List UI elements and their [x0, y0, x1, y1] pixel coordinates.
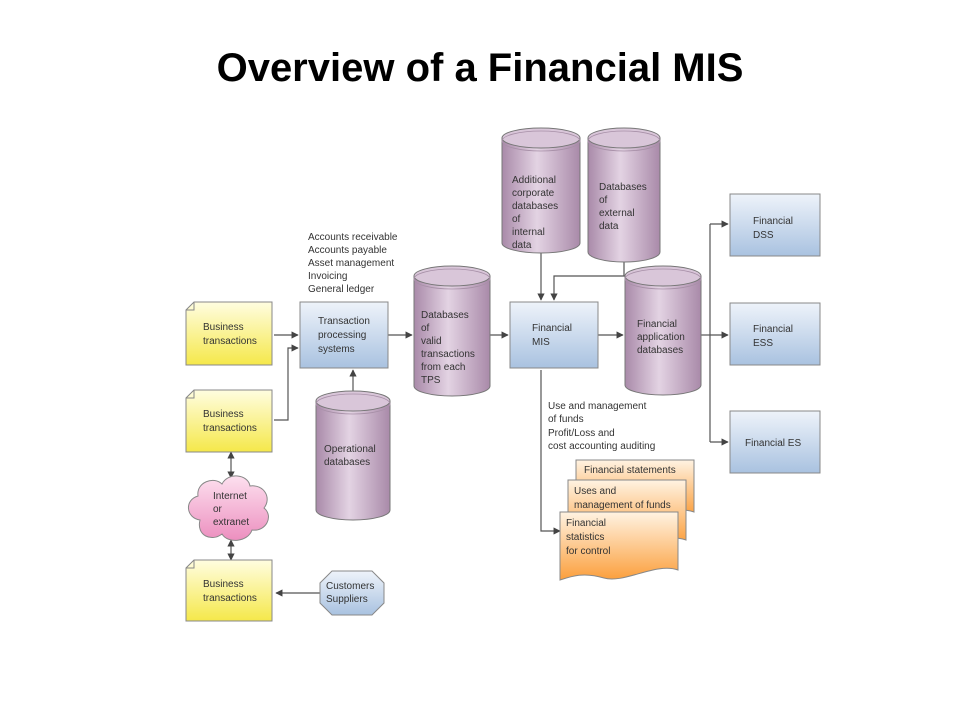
valid-db-label-line2: of — [421, 323, 430, 334]
operational-databases-cylinder: Operational databases — [315, 390, 391, 521]
customers-label: Customers — [326, 581, 374, 592]
tps-box: Transaction processing systems — [299, 301, 389, 369]
business-transactions-1: Business transactions — [185, 301, 273, 366]
business-transactions-2: Business transactions — [185, 389, 273, 453]
ess-label-line2: ESS — [753, 338, 773, 349]
bt3-label-line1: Business — [203, 579, 244, 590]
internet-label-line3: extranet — [213, 517, 249, 528]
internet-label-line2: or — [213, 504, 223, 515]
report-uses-label-line1: Uses and — [574, 486, 616, 497]
valid-transactions-db-cylinder: Databases of valid transactions from eac… — [413, 265, 491, 397]
internal-db-label-line2: corporate — [512, 188, 555, 199]
app-db-label-line2: application — [637, 332, 685, 343]
tps-list-item: General ledger — [308, 284, 375, 295]
es-label: Financial ES — [745, 438, 801, 449]
dss-label-line1: Financial — [753, 216, 793, 227]
arrow-external-db-to-mis — [550, 262, 625, 301]
business-transactions-3: Business transactions — [185, 559, 273, 622]
valid-db-label-line3: valid — [421, 336, 442, 347]
use-note-line: Profit/Loss and — [548, 428, 615, 439]
report-uses-label-line2: management of funds — [574, 500, 671, 511]
use-note-line: Use and management — [548, 401, 647, 412]
suppliers-label: Suppliers — [326, 594, 368, 605]
tps-list-item: Asset management — [308, 258, 394, 269]
tps-application-list: Accounts receivable Accounts payable Ass… — [308, 232, 398, 295]
financial-application-db-cylinder: Financial application databases — [624, 265, 702, 396]
ess-label-line1: Financial — [753, 324, 793, 335]
internet-cloud: Internet or extranet — [188, 475, 269, 541]
operational-db-label-line1: Operational — [324, 444, 376, 455]
arrow-mis-to-reports — [540, 370, 561, 535]
bt1-label-line1: Business — [203, 322, 244, 333]
internal-db-label-line4: of — [512, 214, 521, 225]
bt2-label-line2: transactions — [203, 423, 257, 434]
internal-db-label-line5: internal — [512, 227, 545, 238]
slide-title: Overview of a Financial MIS — [216, 46, 744, 90]
internet-label-line1: Internet — [213, 491, 247, 502]
internal-db-label-line3: databases — [512, 201, 558, 212]
tps-list-item: Accounts payable — [308, 245, 387, 256]
valid-db-label-line1: Databases — [421, 310, 469, 321]
external-db-label-line3: external — [599, 208, 635, 219]
report-statistics-label-line3: for control — [566, 546, 610, 557]
financial-ess-box: Financial ESS — [729, 302, 821, 366]
app-db-label-line1: Financial — [637, 319, 677, 330]
valid-db-label-line5: from each — [421, 362, 465, 373]
tps-label-line3: systems — [318, 344, 355, 355]
financial-mis-box: Financial MIS — [509, 301, 599, 369]
report-statistics-label-line1: Financial — [566, 518, 606, 529]
bt1-label-line2: transactions — [203, 336, 257, 347]
app-db-label-line3: databases — [637, 345, 683, 356]
report-financial-statistics: Financial statistics for control — [559, 511, 679, 581]
external-db-label-line1: Databases — [599, 182, 647, 193]
use-note-line: cost accounting auditing — [548, 441, 655, 452]
valid-db-label-line4: transactions — [421, 349, 475, 360]
external-db-label-line4: data — [599, 221, 619, 232]
internal-data-db-cylinder: Additional corporate databases of intern… — [501, 127, 581, 254]
operational-db-label-line2: databases — [324, 457, 370, 468]
valid-db-label-line6: TPS — [421, 375, 441, 386]
financial-dss-box: Financial DSS — [729, 193, 821, 257]
mis-label-line2: MIS — [532, 337, 550, 348]
financial-es-box: Financial ES — [729, 410, 821, 474]
tps-label-line2: processing — [318, 330, 366, 341]
use-note-line: of funds — [548, 414, 584, 425]
internal-db-label-line6: data — [512, 240, 532, 251]
bt3-label-line2: transactions — [203, 593, 257, 604]
customers-suppliers-octagon: Customers Suppliers — [319, 570, 385, 616]
arrow-bt2-to-tps — [274, 344, 299, 421]
bt2-label-line1: Business — [203, 409, 244, 420]
external-data-db-cylinder: Databases of external data — [587, 127, 661, 263]
internal-db-label-line1: Additional — [512, 175, 556, 186]
mis-label-line1: Financial — [532, 323, 572, 334]
report-statistics-label-line2: statistics — [566, 532, 604, 543]
tps-list-item: Invoicing — [308, 271, 347, 282]
connectors — [227, 220, 729, 597]
report-statements-label: Financial statements — [584, 465, 676, 476]
external-db-label-line2: of — [599, 195, 608, 206]
tps-list-item: Accounts receivable — [308, 232, 398, 243]
dss-label-line2: DSS — [753, 230, 774, 241]
tps-label-line1: Transaction — [318, 316, 370, 327]
use-and-management-notes: Use and management of funds Profit/Loss … — [548, 401, 655, 452]
